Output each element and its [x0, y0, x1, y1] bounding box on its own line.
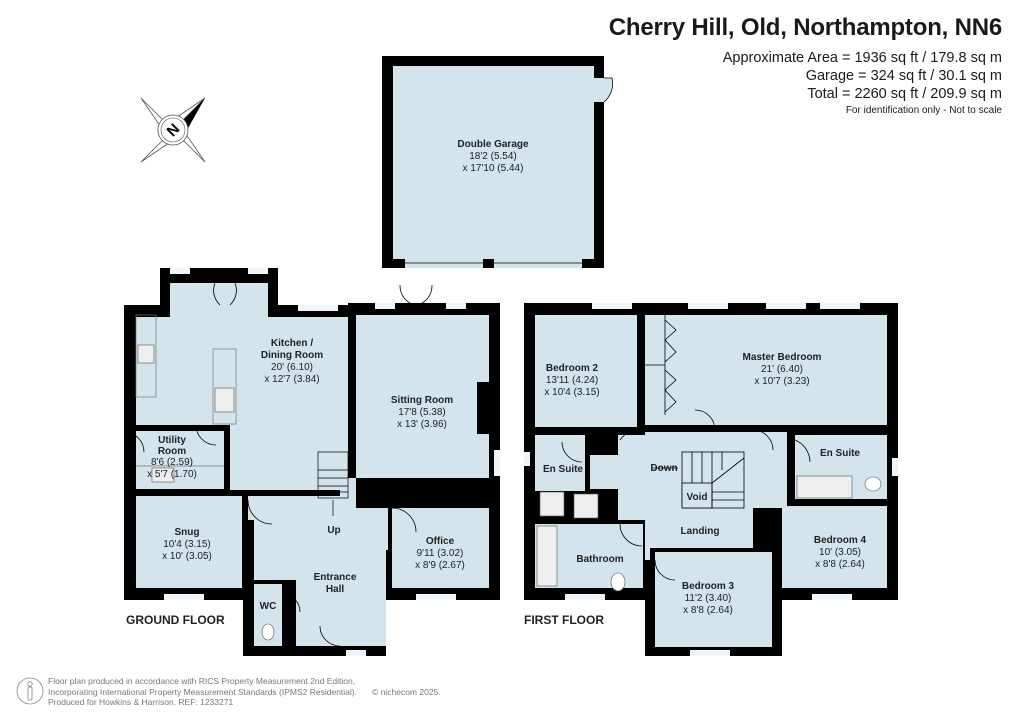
svg-text:21' (6.40): 21' (6.40) — [761, 364, 803, 375]
svg-text:Landing: Landing — [681, 526, 720, 537]
copyright: © nichecom 2025. — [372, 687, 441, 697]
total-area: Total = 2260 sq ft / 209.9 sq m — [807, 86, 1002, 102]
footer-line: Incorporating International Property Mea… — [48, 686, 357, 697]
footer-line: Produced for Howkins & Harrison. REF: 12… — [48, 697, 234, 707]
svg-text:Double Garage: Double Garage — [457, 139, 529, 150]
svg-text:9'11 (3.02): 9'11 (3.02) — [417, 548, 464, 559]
svg-text:Bedroom 2: Bedroom 2 — [546, 363, 599, 374]
svg-text:x 13' (3.96): x 13' (3.96) — [397, 419, 447, 430]
svg-text:En Suite: En Suite — [820, 448, 860, 459]
person-scale-icon — [16, 677, 44, 705]
svg-text:Kitchen /: Kitchen / — [271, 338, 313, 349]
svg-text:x 8'8 (2.64): x 8'8 (2.64) — [815, 559, 865, 570]
north-compass-icon: N — [140, 97, 206, 163]
svg-text:8'6 (2.59): 8'6 (2.59) — [151, 457, 193, 468]
svg-text:Entrance: Entrance — [314, 572, 357, 583]
scale-note: For identification only - Not to scale — [845, 105, 1002, 116]
svg-text:GROUND FLOOR: GROUND FLOOR — [126, 613, 225, 627]
svg-text:20' (6.10): 20' (6.10) — [271, 362, 313, 373]
svg-text:Bedroom 4: Bedroom 4 — [814, 535, 867, 546]
property-title: Cherry Hill, Old, Northampton, NN6 — [608, 14, 1002, 41]
svg-text:x 10'4 (3.15): x 10'4 (3.15) — [544, 387, 599, 398]
svg-text:x 10'7 (3.23): x 10'7 (3.23) — [754, 376, 809, 387]
svg-text:Master Bedroom: Master Bedroom — [743, 352, 822, 363]
footer-line: Floor plan produced in accordance with R… — [48, 676, 356, 686]
svg-text:Void: Void — [687, 492, 708, 503]
svg-text:18'2 (5.54): 18'2 (5.54) — [469, 151, 517, 162]
svg-text:Room: Room — [158, 446, 186, 457]
svg-text:Dining Room: Dining Room — [261, 350, 323, 361]
svg-text:10' (3.05): 10' (3.05) — [819, 547, 861, 558]
svg-text:WC: WC — [260, 601, 277, 612]
svg-text:Sitting Room: Sitting Room — [391, 395, 453, 406]
svg-text:Up: Up — [327, 525, 340, 536]
svg-text:Bedroom 3: Bedroom 3 — [682, 581, 735, 592]
svg-text:Office: Office — [426, 536, 455, 547]
approx-area: Approximate Area = 1936 sq ft / 179.8 sq… — [722, 50, 1002, 66]
svg-text:FIRST FLOOR: FIRST FLOOR — [524, 613, 604, 627]
svg-text:Down: Down — [650, 463, 677, 474]
svg-text:x 5'7 (1.70): x 5'7 (1.70) — [147, 469, 197, 480]
svg-text:x 17'10 (5.44): x 17'10 (5.44) — [463, 163, 524, 174]
garage-area: Garage = 324 sq ft / 30.1 sq m — [805, 68, 1002, 84]
footer-notes: Floor plan produced in accordance with R… — [48, 676, 357, 708]
svg-text:Snug: Snug — [175, 527, 200, 538]
svg-text:13'11 (4.24): 13'11 (4.24) — [546, 375, 598, 386]
ground-floor-plan: Kitchen / Dining Room 20' (6.10) x 12'7 … — [123, 268, 500, 656]
svg-text:x 8'9 (2.67): x 8'9 (2.67) — [415, 560, 465, 571]
svg-text:Hall: Hall — [326, 584, 345, 595]
svg-text:11'2 (3.40): 11'2 (3.40) — [685, 593, 732, 604]
svg-text:x 10' (3.05): x 10' (3.05) — [162, 551, 212, 562]
double-garage: Double Garage 18'2 (5.54) x 17'10 (5.44) — [382, 56, 613, 268]
svg-text:Utility: Utility — [158, 435, 186, 446]
svg-text:17'8 (5.38): 17'8 (5.38) — [398, 407, 446, 418]
svg-text:10'4 (3.15): 10'4 (3.15) — [163, 539, 211, 550]
svg-text:x 8'8 (2.64): x 8'8 (2.64) — [683, 605, 733, 616]
first-floor-plan: Bedroom 2 13'11 (4.24) x 10'4 (3.15) Mas… — [524, 303, 898, 656]
svg-text:En Suite: En Suite — [543, 464, 583, 475]
svg-text:Bathroom: Bathroom — [576, 554, 623, 565]
svg-text:x 12'7 (3.84): x 12'7 (3.84) — [264, 374, 319, 385]
